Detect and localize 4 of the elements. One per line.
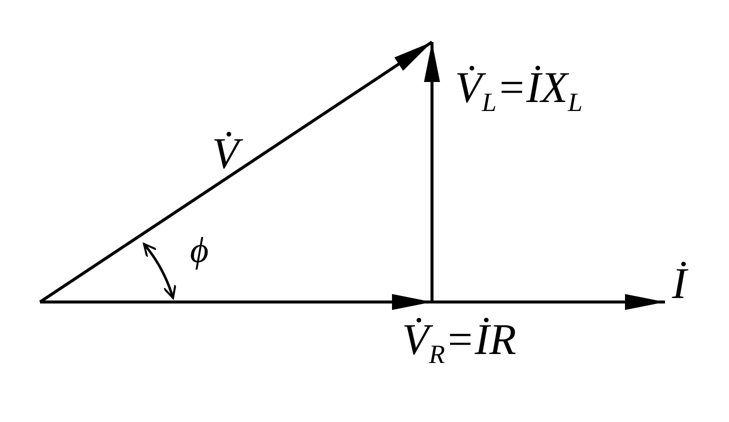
phasor-label: V̇$_{R}$=İR bbox=[402, 318, 516, 368]
phasor-label: V̇$_{L}$=İX$_{L}$ bbox=[455, 66, 582, 116]
phasor-label: İ bbox=[672, 262, 687, 306]
angle-label: ϕ bbox=[190, 232, 209, 268]
